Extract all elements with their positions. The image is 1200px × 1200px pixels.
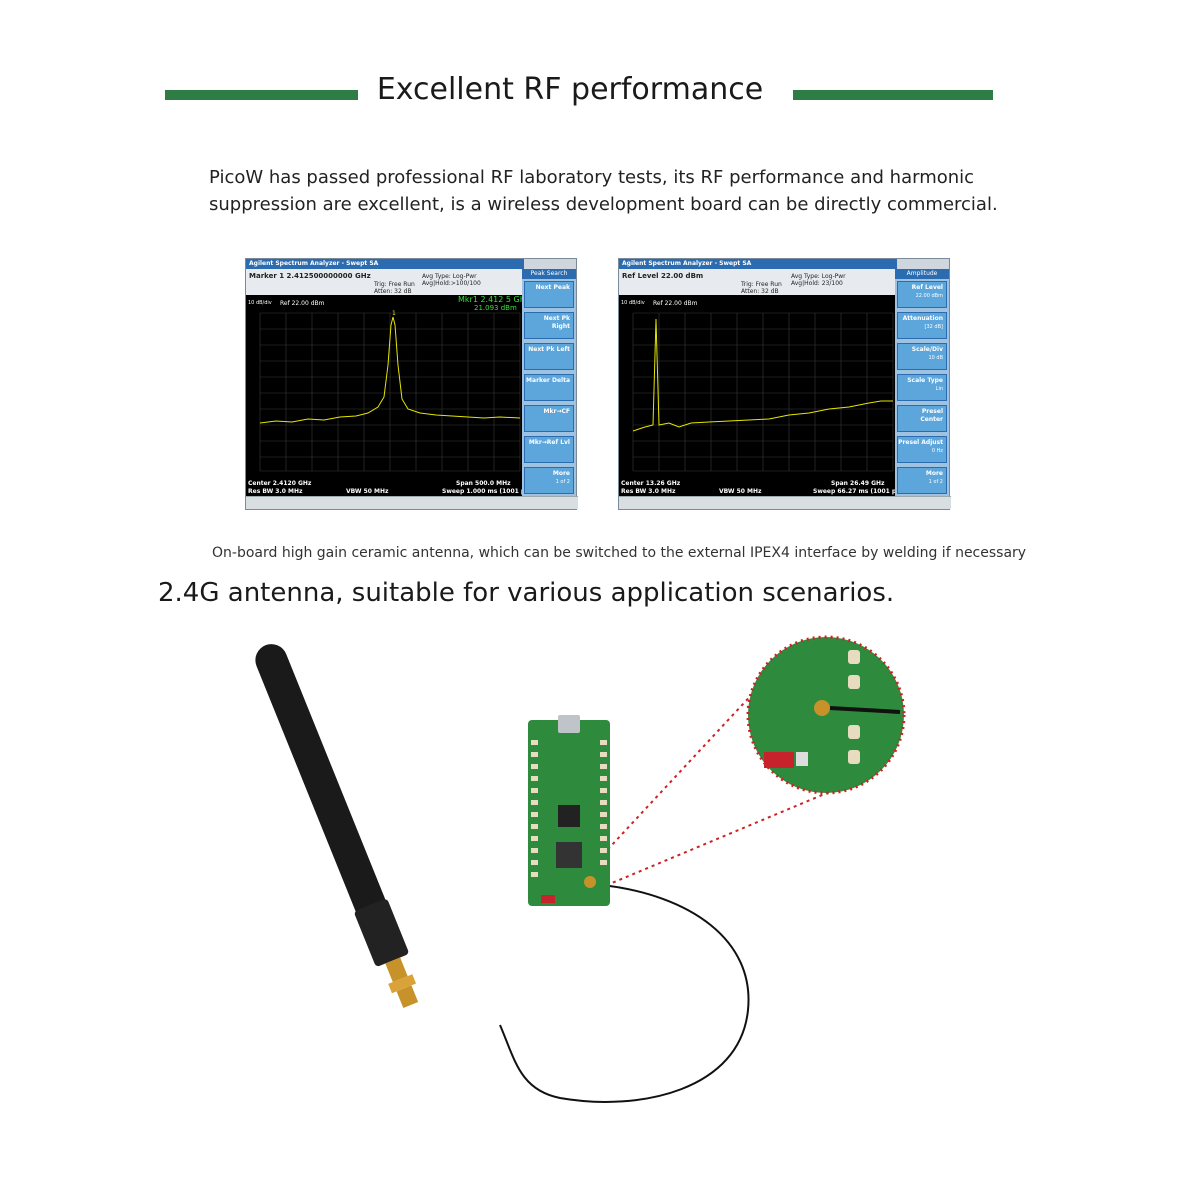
sweep: Sweep 1.000 ms (1001 pts) [442, 488, 535, 495]
sweep: Sweep 66.27 ms (1001 pts) [813, 488, 906, 495]
softkey-label: Attenuation [902, 315, 943, 322]
analyzer-status-bar [619, 496, 951, 509]
trace-display: 10 dB/div Ref 22.00 dBm [619, 295, 897, 497]
analyzer-title: Agilent Spectrum Analyzer - Swept SA [246, 259, 524, 269]
antenna-caption: On-board high gain ceramic antenna, whic… [212, 545, 1027, 561]
softkey-more-label: More [552, 470, 570, 477]
vbw: VBW 50 MHz [346, 488, 389, 495]
softkey-sub: Lin [935, 386, 943, 392]
softkey-sub: 1 of 2 [928, 479, 943, 485]
softkey-more[interactable]: More 1 of 2 [897, 467, 947, 494]
scale-label: 10 dB/div [248, 300, 272, 306]
svg-text:1: 1 [392, 310, 396, 317]
softkey-sub: 0 Hz [931, 448, 943, 454]
spectrum-analyzer-amplitude: Agilent Spectrum Analyzer - Swept SA Ref… [618, 258, 951, 510]
marker-level: 21.093 dBm [474, 304, 517, 312]
softkey-menu-title: Peak Search [522, 269, 576, 279]
vbw: VBW 50 MHz [719, 488, 762, 495]
analyzer-footer: Center 2.4120 GHz Res BW 3.0 MHz VBW 50 … [246, 479, 534, 497]
res-bw: Res BW 3.0 MHz [621, 488, 676, 495]
avg-hold-readout: Avg|Hold: 23/100 [791, 280, 843, 287]
ref-level-readout: Ref Level 22.00 dBm [622, 272, 704, 280]
external-antenna [255, 644, 419, 1009]
softkey-label: More [925, 470, 943, 477]
avg-hold-readout: Avg|Hold:>100/100 [422, 280, 481, 287]
marker-frequency: Mkr1 2.412 5 GHz [458, 295, 530, 304]
intro-line-2: suppression are excellent, is a wireless… [209, 194, 998, 215]
softkey-panel: Peak Search Next Peak Next Pk Right Next… [522, 269, 576, 497]
softkey-label: Presel Center [920, 408, 943, 423]
analyzer-footer: Center 13.26 GHz Res BW 3.0 MHz VBW 50 M… [619, 479, 905, 497]
softkey-label: Scale Type [907, 377, 943, 384]
softkey-next-pk-right[interactable]: Next Pk Right [524, 312, 574, 339]
ref-level-label: Ref 22.00 dBm [280, 300, 325, 307]
antenna-cable [499, 884, 750, 1103]
avg-type-readout: Avg Type: Log-Pwr [791, 273, 846, 280]
trig-readout: Trig: Free Run [374, 281, 415, 288]
right-accent-bar [793, 90, 993, 100]
softkey-ref-level[interactable]: Ref Level 22.00 dBm [897, 281, 947, 308]
span: Span 500.0 MHz [456, 480, 511, 487]
atten-readout: Atten: 32 dB [374, 288, 412, 295]
scale-label: 10 dB/div [621, 300, 645, 306]
spectrum-analyzer-peak: Agilent Spectrum Analyzer - Swept SA Mar… [245, 258, 578, 510]
softkey-mkr-ref-lvl[interactable]: Mkr→Ref Lvl [524, 436, 574, 463]
intro-line-1: PicoW has passed professional RF laborat… [209, 167, 975, 188]
page-title: Excellent RF performance [376, 72, 764, 107]
center-frequency: Center 13.26 GHz [621, 480, 681, 487]
softkey-sub: [32 dB] [924, 324, 943, 330]
res-bw: Res BW 3.0 MHz [248, 488, 303, 495]
softkey-attenuation[interactable]: Attenuation [32 dB] [897, 312, 947, 339]
softkey-label: Scale/Div [911, 346, 943, 353]
analyzer-info: Ref Level 22.00 dBm Trig: Free Run Atten… [619, 269, 897, 295]
softkey-panel: Amplitude Ref Level 22.00 dBm Attenuation… [895, 269, 949, 497]
softkey-marker-delta[interactable]: Marker Delta [524, 374, 574, 401]
atten-readout: Atten: 32 dB [741, 288, 779, 295]
picow-board [528, 715, 610, 906]
softkey-more[interactable]: More 1 of 2 [524, 467, 574, 494]
softkey-presel-center[interactable]: Presel Center [897, 405, 947, 432]
softkey-sub: 22.00 dBm [915, 293, 943, 299]
softkey-mkr-cf[interactable]: Mkr→CF [524, 405, 574, 432]
spectrum-trace [259, 316, 521, 424]
ref-level-label: Ref 22.00 dBm [653, 300, 698, 307]
analyzer-title: Agilent Spectrum Analyzer - Swept SA [619, 259, 897, 269]
section-subheading: 2.4G antenna, suitable for various appli… [158, 578, 895, 608]
softkey-next-pk-left[interactable]: Next Pk Left [524, 343, 574, 370]
softkey-menu-title: Amplitude [895, 269, 949, 279]
left-accent-bar [165, 90, 358, 100]
softkey-presel-adjust[interactable]: Presel Adjust 0 Hz [897, 436, 947, 463]
softkey-scale-div[interactable]: Scale/Div 10 dB [897, 343, 947, 370]
avg-type-readout: Avg Type: Log-Pwr [422, 273, 477, 280]
softkey-next-peak[interactable]: Next Peak [524, 281, 574, 308]
intro-paragraph: PicoW has passed professional RF laborat… [209, 164, 998, 218]
spectrum-trace [632, 318, 893, 432]
analyzer-status-bar [246, 496, 578, 509]
marker-readout: Marker 1 2.412500000000 GHz [249, 272, 371, 280]
trace-display: 1 10 dB/div Ref 22.00 dBm Mkr1 2.412 5 G… [246, 295, 530, 497]
center-frequency: Center 2.4120 GHz [248, 480, 312, 487]
softkey-label: Ref Level [911, 284, 943, 291]
analyzer-info: Marker 1 2.412500000000 GHz Trig: Free R… [246, 269, 524, 295]
span: Span 26.49 GHz [831, 480, 885, 487]
zoom-detail [746, 635, 906, 795]
softkey-sub: 10 dB [928, 355, 943, 361]
softkey-label: Presel Adjust [898, 439, 943, 446]
zoom-callout-lines [583, 674, 859, 889]
trig-readout: Trig: Free Run [741, 281, 782, 288]
softkey-more-sub: 1 of 2 [555, 479, 570, 485]
product-photo [255, 635, 906, 1103]
